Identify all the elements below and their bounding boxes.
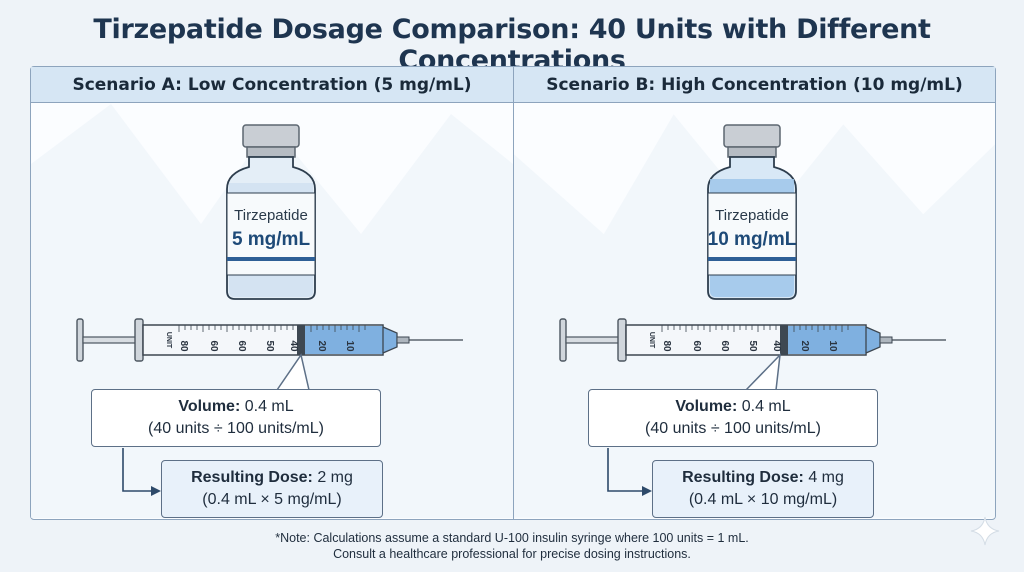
syringe-b-tick-label: 60 (719, 340, 730, 352)
volume-a-calc: (40 units ÷ 100 units/mL) (148, 420, 324, 437)
footnote-line-1: *Note: Calculations assume a standard U-… (275, 531, 749, 545)
sparkle-icon (970, 516, 1000, 546)
vial-b-concentration: 10 mg/mL (707, 229, 797, 250)
vial-b-name: Tirzepatide (715, 207, 789, 224)
syringe-a: UNIT 80 60 60 50 40 20 10 (76, 318, 463, 362)
syringe-b-tick-label: 20 (799, 340, 810, 352)
syringe-a-tick-marks (178, 325, 366, 332)
scenario-a-header: Scenario A: Low Concentration (5 mg/mL) (31, 67, 513, 103)
syringe-a-tick-label: 60 (236, 340, 247, 352)
vial-icon (707, 124, 797, 300)
syringe-b-tick-marks (661, 325, 849, 332)
dose-a-label: Resulting Dose: (191, 469, 313, 486)
dose-b-label: Resulting Dose: (682, 469, 804, 486)
dose-box-b: Resulting Dose: 4 mg (0.4 mL × 10 mg/mL) (652, 460, 874, 518)
syringe-a-tick-label: 10 (344, 340, 355, 352)
syringe-b-tick-label: 60 (691, 340, 702, 352)
dose-b-value: 4 mg (803, 469, 844, 486)
vial-a: Tirzepatide 5 mg/mL (221, 123, 321, 301)
vial-b: Tirzepatide 10 mg/mL (702, 123, 802, 301)
scenario-b-header: Scenario B: High Concentration (10 mg/mL… (514, 67, 995, 103)
syringe-a-unit-label: UNIT (165, 332, 172, 349)
footnote: *Note: Calculations assume a standard U-… (0, 530, 1024, 562)
page-title: Tirzepatide Dosage Comparison: 40 Units … (93, 14, 931, 76)
dose-box-a: Resulting Dose: 2 mg (0.4 mL × 5 mg/mL) (161, 460, 383, 518)
syringe-a-tick-label: 40 (288, 340, 299, 352)
syringe-b-tick-label: 10 (827, 340, 838, 352)
vial-icon (226, 124, 316, 300)
comparison-panel: Scenario A: Low Concentration (5 mg/mL) … (30, 66, 996, 520)
scenario-b-panel: Scenario B: High Concentration (10 mg/mL… (513, 67, 995, 519)
syringe-b-tick-label: 40 (771, 340, 782, 352)
volume-a-value: 0.4 mL (240, 398, 294, 415)
syringe-a-tick-label: 20 (316, 340, 327, 352)
dose-b-calc: (0.4 mL × 10 mg/mL) (688, 491, 838, 508)
syringe-a-tick-label: 50 (264, 340, 275, 352)
syringe-b-tick-label: 50 (747, 340, 758, 352)
syringe-b-tick-label: 80 (661, 340, 672, 352)
volume-box-a: Volume: 0.4 mL (40 units ÷ 100 units/mL) (91, 389, 381, 447)
volume-b-calc: (40 units ÷ 100 units/mL) (645, 420, 821, 437)
syringe-a-tick-label: 60 (208, 340, 219, 352)
volume-b-label: Volume: (675, 398, 738, 415)
volume-a-label: Volume: (178, 398, 241, 415)
volume-b-value: 0.4 mL (737, 398, 791, 415)
volume-box-b: Volume: 0.4 mL (40 units ÷ 100 units/mL) (588, 389, 878, 447)
footnote-line-2: Consult a healthcare professional for pr… (333, 547, 691, 561)
scenario-a-panel: Scenario A: Low Concentration (5 mg/mL) … (31, 67, 513, 519)
vial-a-name: Tirzepatide (234, 207, 308, 224)
dose-a-calc: (0.4 mL × 5 mg/mL) (202, 491, 342, 508)
syringe-a-tick-label: 80 (178, 340, 189, 352)
syringe-b: UNIT 80 60 60 50 40 20 10 (559, 318, 946, 362)
dose-a-value: 2 mg (312, 469, 353, 486)
syringe-b-unit-label: UNIT (648, 332, 655, 349)
vial-a-concentration: 5 mg/mL (231, 229, 311, 250)
